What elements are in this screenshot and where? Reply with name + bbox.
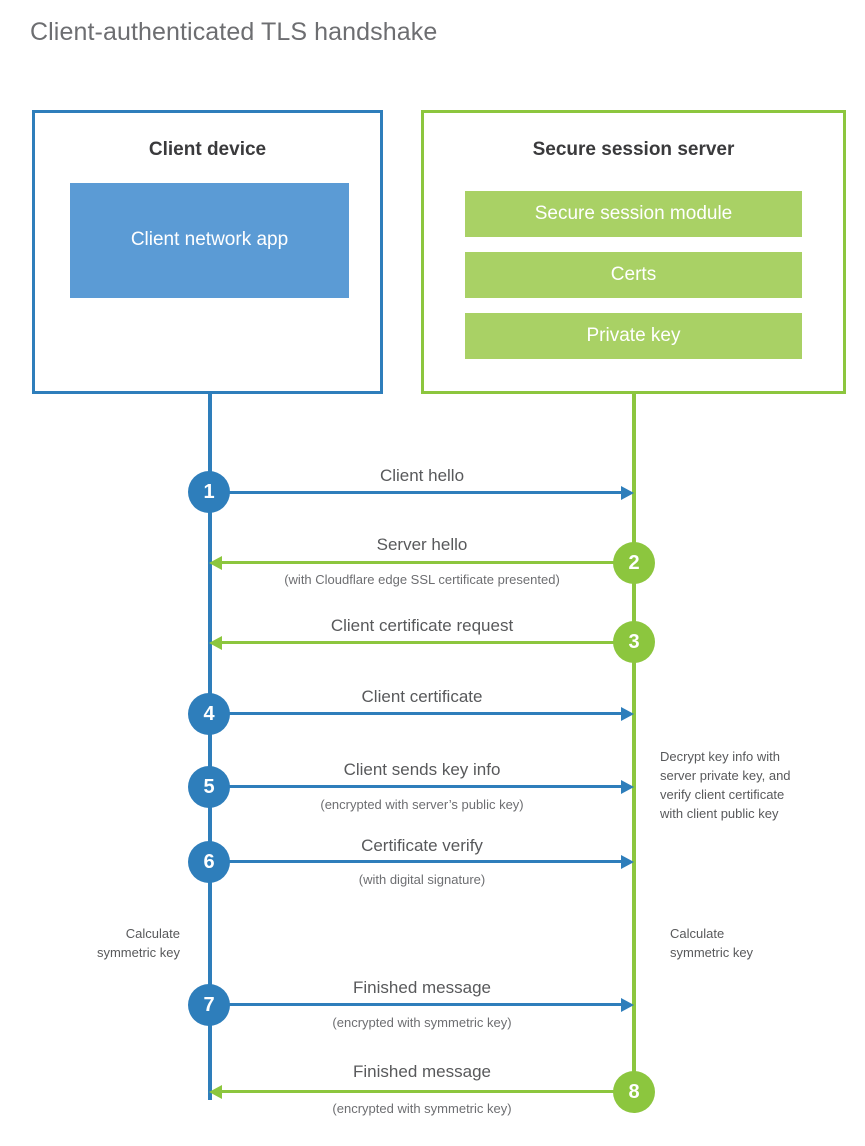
step-4-badge: 4 — [188, 693, 230, 735]
client-calculate-symmetric-key-note: Calculate symmetric key — [40, 925, 180, 963]
step-3-arrow-line — [222, 641, 634, 644]
step-8-sublabel: (encrypted with symmetric key) — [332, 1101, 512, 1116]
client-calc-note-line-1: Calculate — [125, 926, 180, 941]
step-3-badge: 3 — [613, 621, 655, 663]
secure-session-server-title: Secure session server — [532, 139, 735, 160]
step-7-arrow-head-icon — [621, 998, 634, 1012]
server-decrypt-note-line-1: Decrypt key info with — [660, 749, 780, 764]
server-calc-note-line-2: symmetric key — [670, 944, 754, 960]
step-3-arrow-head-icon — [209, 636, 222, 650]
step-3-label: Client certificate request — [330, 616, 514, 635]
server-component-certs: Certs — [465, 252, 802, 298]
server-decrypt-note-line-2: server private key, and — [660, 767, 791, 783]
step-2-label: Server hello — [376, 535, 468, 554]
step-1-arrow-head-icon — [621, 486, 634, 500]
step-5-label: Client sends key info — [343, 760, 501, 779]
step-5-sublabel: (encrypted with server’s public key) — [320, 797, 524, 812]
step-2-badge: 2 — [613, 542, 655, 584]
client-calc-note-line-2: symmetric key — [96, 944, 180, 960]
step-4-arrow-head-icon — [621, 707, 634, 721]
server-component-secure-session-module: Secure session module — [465, 191, 802, 237]
server-calc-note-line-1: Calculate — [670, 926, 725, 941]
step-8-arrow-line — [222, 1090, 634, 1093]
secure-session-server-box: Secure session server Secure session mod… — [421, 110, 846, 394]
step-1-badge: 1 — [188, 471, 230, 513]
step-2-arrow-head-icon — [209, 556, 222, 570]
step-8-badge: 8 — [613, 1071, 655, 1113]
step-6-badge: 6 — [188, 841, 230, 883]
server-calculate-symmetric-key-note: Calculate symmetric key — [670, 925, 830, 963]
step-4-label: Client certificate — [361, 687, 483, 706]
step-7-label: Finished message — [353, 978, 491, 997]
step-6-arrow-head-icon — [621, 855, 634, 869]
client-lifeline — [208, 394, 212, 1100]
step-4-arrow-line — [210, 712, 622, 715]
step-7-badge: 7 — [188, 984, 230, 1026]
server-components-stack: Secure session module Certs Private key — [465, 191, 802, 359]
server-component-private-key: Private key — [465, 313, 802, 359]
step-5-arrow-line — [210, 785, 622, 788]
server-decrypt-note-line-3: verify client certificate — [660, 786, 785, 802]
server-lifeline — [632, 394, 636, 1093]
client-device-title: Client device — [148, 139, 267, 160]
server-decrypt-note-line-4: with client public key — [660, 805, 779, 821]
step-5-badge: 5 — [188, 766, 230, 808]
step-8-arrow-head-icon — [209, 1085, 222, 1099]
client-device-box: Client device Client network app — [32, 110, 383, 394]
server-decrypt-note: Decrypt key info with server private key… — [660, 748, 840, 823]
page-title: Client-authenticated TLS handshake — [30, 18, 438, 46]
step-1-label: Client hello — [379, 466, 465, 485]
step-6-label: Certificate verify — [361, 836, 483, 855]
step-5-arrow-head-icon — [621, 780, 634, 794]
step-2-arrow-line — [222, 561, 634, 564]
step-2-sublabel: (with Cloudflare edge SSL certificate pr… — [284, 572, 560, 587]
step-8-label: Finished message — [353, 1062, 491, 1081]
step-6-arrow-line — [210, 860, 622, 863]
step-6-sublabel: (with digital signature) — [358, 872, 486, 887]
client-network-app-block: Client network app — [70, 183, 349, 298]
step-7-sublabel: (encrypted with symmetric key) — [332, 1015, 512, 1030]
step-7-arrow-line — [210, 1003, 622, 1006]
step-1-arrow-line — [210, 491, 622, 494]
